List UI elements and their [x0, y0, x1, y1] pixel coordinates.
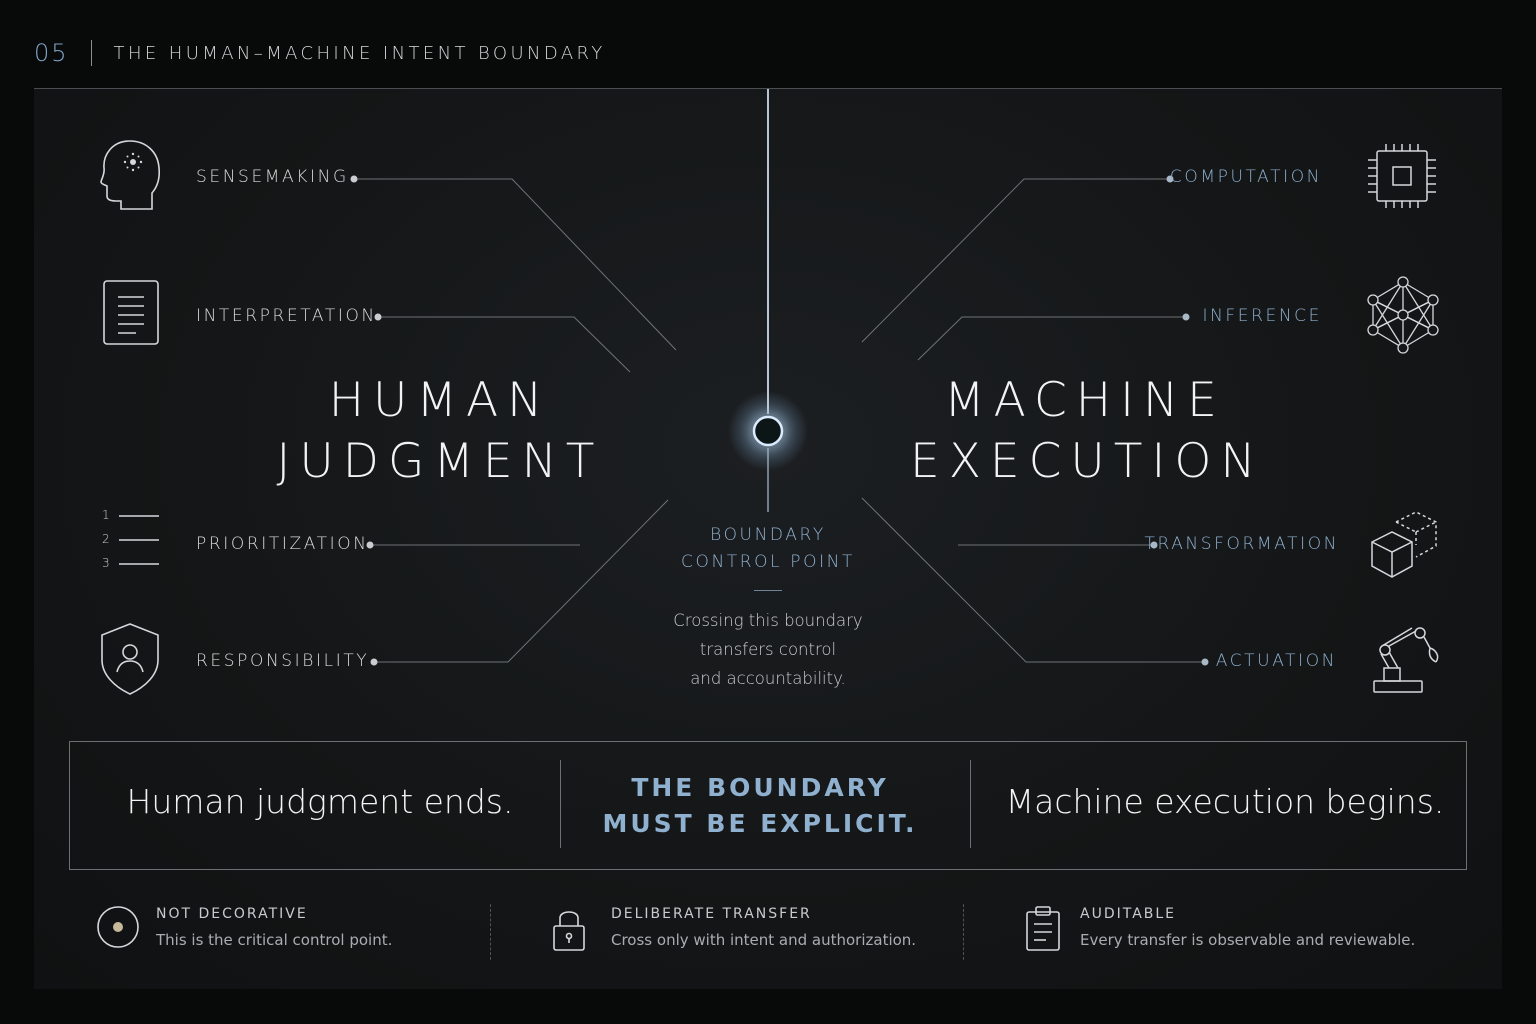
label-sensemaking: SENSEMAKING [196, 167, 349, 187]
footer-title: DELIBERATE TRANSFER [611, 906, 812, 922]
boundary-control-point-label: BOUNDARY CONTROL POINT [640, 522, 896, 576]
boundary-node-icon [728, 391, 808, 471]
connector-responsibility [374, 499, 669, 663]
left-connectors [354, 178, 677, 663]
bcp-desc-line1: Crossing this boundary [673, 611, 863, 630]
footer-desc: This is the critical control point. [156, 931, 393, 949]
label-actuation: ACTUATION [1215, 651, 1337, 671]
chip-icon [1368, 144, 1436, 208]
machine-title-line2: EXECUTION [910, 434, 1265, 489]
connector-sensemaking [354, 178, 677, 351]
label-computation: COMPUTATION [1169, 167, 1322, 187]
banner-explicit: THE BOUNDARY MUST BE EXPLICIT. [560, 770, 960, 842]
label-prioritization: PRIORITIZATION [196, 534, 369, 554]
human-judgment-title: HUMAN JUDGMENT [270, 370, 610, 492]
banner-divider-right [970, 760, 971, 848]
connector-actuation [861, 497, 1205, 663]
robot-arm-icon [1373, 627, 1439, 693]
slide-title: THE HUMAN–MACHINE INTENT BOUNDARY [113, 42, 606, 64]
right-connectors [861, 178, 1205, 663]
footer-auditable: AUDITABLE Every transfer is observable a… [1080, 906, 1415, 949]
cube-transform-icon [1371, 511, 1437, 578]
label-interpretation: INTERPRETATION [196, 306, 377, 326]
banner-divider-left [560, 760, 561, 848]
bcp-line2: CONTROL POINT [681, 552, 855, 572]
lock-icon [553, 911, 585, 951]
bcp-rule [754, 590, 782, 591]
footer-desc: Cross only with intent and authorization… [611, 931, 917, 949]
list-number-3: 3 [102, 556, 110, 570]
boundary-description: Crossing this boundary transfers control… [640, 606, 896, 693]
bcp-line1: BOUNDARY [710, 525, 826, 545]
boundary-banner: Human judgment ends. THE BOUNDARY MUST B… [69, 741, 1467, 870]
human-title-line2: JUDGMENT [276, 434, 604, 489]
footer-title: NOT DECORATIVE [156, 906, 308, 922]
footer-separator [490, 904, 491, 960]
label-inference: INFERENCE [1202, 306, 1322, 326]
footer-title: AUDITABLE [1080, 906, 1177, 922]
footer-not-decorative: NOT DECORATIVE This is the critical cont… [156, 906, 392, 949]
connector-inference [917, 316, 1186, 361]
list-number-1: 1 [102, 508, 110, 522]
machine-execution-title: MACHINE EXECUTION [910, 370, 1260, 492]
human-title-line1: HUMAN [328, 373, 552, 428]
banner-center-line1: THE BOUNDARY [631, 773, 889, 802]
clipboard-icon [1026, 906, 1060, 951]
slide-header: 05 THE HUMAN–MACHINE INTENT BOUNDARY [34, 36, 606, 70]
header-divider [90, 40, 92, 66]
footer-desc: Every transfer is observable and reviewa… [1080, 931, 1416, 949]
label-transformation: TRANSFORMATION [1144, 534, 1339, 554]
footer-separator [963, 904, 964, 960]
list-number-2: 2 [102, 532, 110, 546]
label-responsibility: RESPONSIBILITY [196, 651, 370, 671]
footer-deliberate-transfer: DELIBERATE TRANSFER Cross only with inte… [611, 906, 916, 949]
shield-user-icon [101, 623, 159, 695]
neural-network-icon [1367, 276, 1439, 354]
connector-interpretation [378, 316, 631, 373]
target-icon [97, 906, 139, 948]
banner-machine-begins: Machine execution begins. [1005, 782, 1445, 821]
bcp-desc-line3: and accountability. [690, 669, 846, 688]
document-icon [103, 280, 159, 345]
head-icon [100, 140, 161, 210]
machine-title-line1: MACHINE [944, 373, 1226, 428]
page-number: 05 [34, 39, 69, 67]
top-rule [34, 88, 1502, 89]
numbered-list-icon [119, 515, 159, 565]
bcp-desc-line2: transfers control [699, 640, 837, 659]
connector-computation [861, 178, 1170, 343]
banner-human-ends: Human judgment ends. [126, 782, 514, 821]
banner-center-line2: MUST BE EXPLICIT. [602, 809, 918, 838]
